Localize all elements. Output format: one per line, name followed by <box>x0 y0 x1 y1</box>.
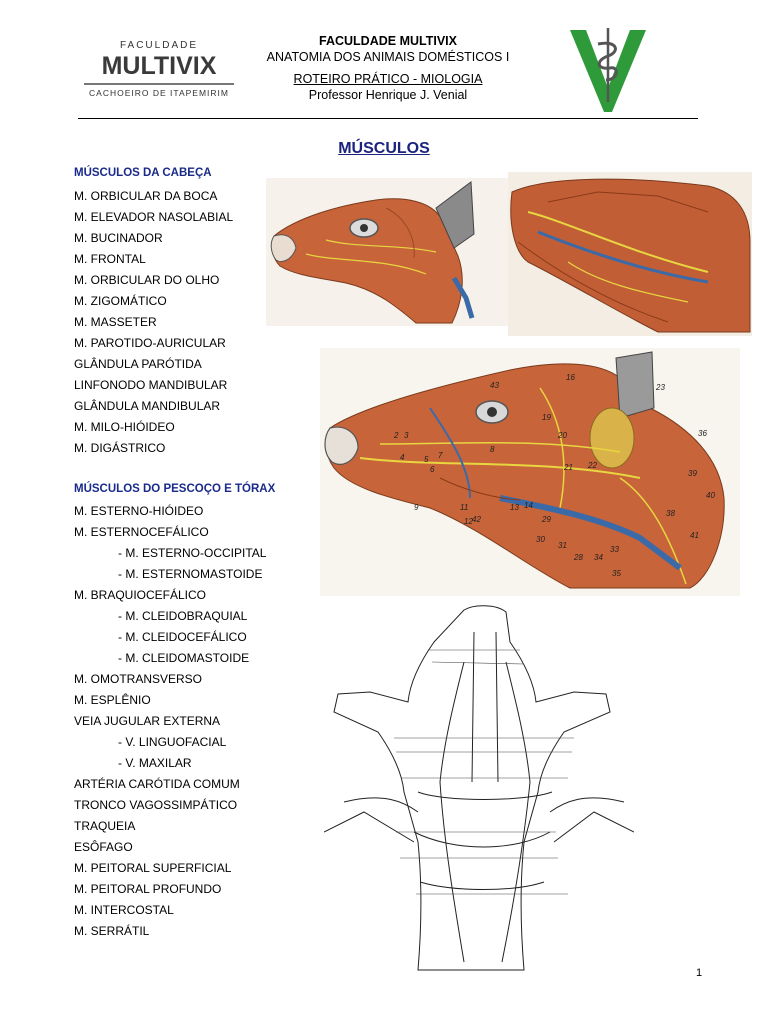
list-item: M. INTERCOSTAL <box>74 903 174 917</box>
figure-label: 3 <box>404 431 409 440</box>
list-item: M. FRONTAL <box>74 252 146 266</box>
figure-label: 20 <box>557 431 567 440</box>
list-item: M. BRAQUIOCEFÁLICO <box>74 588 207 602</box>
list-subitem: - M. CLEIDOMASTOIDE <box>118 651 250 665</box>
list-item: GLÂNDULA PARÓTIDA <box>74 357 202 371</box>
list-item: M. ESTERNOCEFÁLICO <box>74 525 209 539</box>
figure-label: 11 <box>460 503 468 512</box>
figure-label: 4 <box>400 453 405 462</box>
figure-label: 31 <box>558 541 567 550</box>
veterinary-logo-icon <box>570 28 646 112</box>
figure-label: 8 <box>490 445 495 454</box>
figure-label: 19 <box>542 413 551 422</box>
figure-label: 33 <box>610 545 619 554</box>
list-item: M. ESPLÊNIO <box>74 693 151 707</box>
course-name: ANATOMIA DOS ANIMAIS DOMÉSTICOS I <box>266 50 510 64</box>
page-number: 1 <box>696 967 703 979</box>
figure-label: 36 <box>698 429 707 438</box>
list-item: ESÔFAGO <box>74 840 133 854</box>
ventral-neck-thorax-line-drawing <box>324 602 634 974</box>
figure-label: 23 <box>655 383 665 392</box>
logo-main-text: MULTIVIX <box>101 52 217 80</box>
guide-title-text: ROTEIRO PRÁTICO - MIOLOGIA <box>293 72 483 86</box>
institution-name: FACULDADE MULTIVIX <box>319 34 457 48</box>
pig-head-superficial-muscles-illustration <box>266 178 508 326</box>
professor-name: Professor Henrique J. Venial <box>308 88 468 102</box>
list-item: LINFONODO MANDIBULAR <box>74 378 228 392</box>
list-subitem: - M. CLEIDOCEFÁLICO <box>118 630 247 644</box>
figure-label: 22 <box>587 461 597 470</box>
list-item: TRONCO VAGOSSIMPÁTICO <box>74 798 238 812</box>
list-item: M. MASSETER <box>74 315 157 329</box>
figure-label: 28 <box>573 553 583 562</box>
list-item: M. ORBICULAR DO OLHO <box>74 273 220 287</box>
section-heading: MÚSCULOS DA CABEÇA <box>74 167 212 179</box>
pig-head-deep-muscles-illustration <box>508 172 752 336</box>
figure-label: 6 <box>430 465 435 474</box>
page-title: MÚSCULOS <box>338 140 430 157</box>
list-subitem: - M. CLEIDOBRAQUIAL <box>118 609 248 623</box>
figure-label: 12 <box>464 517 473 526</box>
list-item: M. ESTERNO-HIÓIDEO <box>74 504 204 518</box>
logo-top-text: FACULDADE <box>119 40 198 51</box>
list-subitem: - V. MAXILAR <box>118 756 192 770</box>
list-item: M. PAROTIDO-AURICULAR <box>74 336 226 350</box>
figure-label: 2 <box>393 431 399 440</box>
figure-label: 30 <box>536 535 545 544</box>
list-item: GLÂNDULA MANDIBULAR <box>74 399 221 413</box>
list-item: TRAQUEIA <box>74 819 136 833</box>
figure-label: 38 <box>666 509 675 518</box>
list-subitem: - M. ESTERNOMASTOIDE <box>118 567 263 581</box>
list-item: M. ORBICULAR DA BOCA <box>74 189 218 203</box>
list-item: M. SERRÁTIL <box>74 924 150 938</box>
list-item: M. OMOTRANSVERSO <box>74 672 203 686</box>
figure-label: 16 <box>566 373 575 382</box>
logo-divider <box>84 83 234 85</box>
figure-label: 39 <box>688 469 697 478</box>
figure-label: 34 <box>594 553 603 562</box>
figure-label: 9 <box>414 503 419 512</box>
figure-label: 35 <box>612 569 621 578</box>
multivix-logo: FACULDADE MULTIVIX CACHOEIRO DE ITAPEMIR… <box>80 38 238 102</box>
figure-label: 5 <box>424 455 429 464</box>
header-divider <box>78 118 698 119</box>
guide-title: ROTEIRO PRÁTICO - MIOLOGIA <box>238 72 538 86</box>
pig-head-lateral-labeled-illustration: 2 3 4 5 6 7 8 9 11 12 13 14 16 19 20 21 … <box>320 348 740 596</box>
figure-label: 13 <box>510 503 519 512</box>
figure-label: 43 <box>490 381 499 390</box>
section-heading: MÚSCULOS DO PESCOÇO E TÓRAX <box>74 483 276 495</box>
list-item: M. DIGÁSTRICO <box>74 441 166 455</box>
list-item: M. PEITORAL PROFUNDO <box>74 882 222 896</box>
list-item: M. MILO-HIÓIDEO <box>74 420 175 434</box>
list-item: M. PEITORAL SUPERFICIAL <box>74 861 232 875</box>
figure-label: 21 <box>563 463 573 472</box>
figure-label: 7 <box>438 451 443 460</box>
list-item: ARTÉRIA CARÓTIDA COMUM <box>74 777 240 791</box>
logo-bottom-text: CACHOEIRO DE ITAPEMIRIM <box>89 88 229 98</box>
list-item: M. ZIGOMÁTICO <box>74 294 167 308</box>
list-item: VEIA JUGULAR EXTERNA <box>74 714 221 728</box>
figure-label: 40 <box>706 491 715 500</box>
list-item: M. ELEVADOR NASOLABIAL <box>74 210 234 224</box>
list-subitem: - M. ESTERNO-OCCIPITAL <box>118 546 267 560</box>
list-subitem: - V. LINGUOFACIAL <box>118 735 227 749</box>
figure-label: 41 <box>690 531 699 540</box>
figure-label: 42 <box>472 515 481 524</box>
list-item: M. BUCINADOR <box>74 231 163 245</box>
figure-label: 14 <box>524 501 533 510</box>
figure-label: 29 <box>541 515 551 524</box>
